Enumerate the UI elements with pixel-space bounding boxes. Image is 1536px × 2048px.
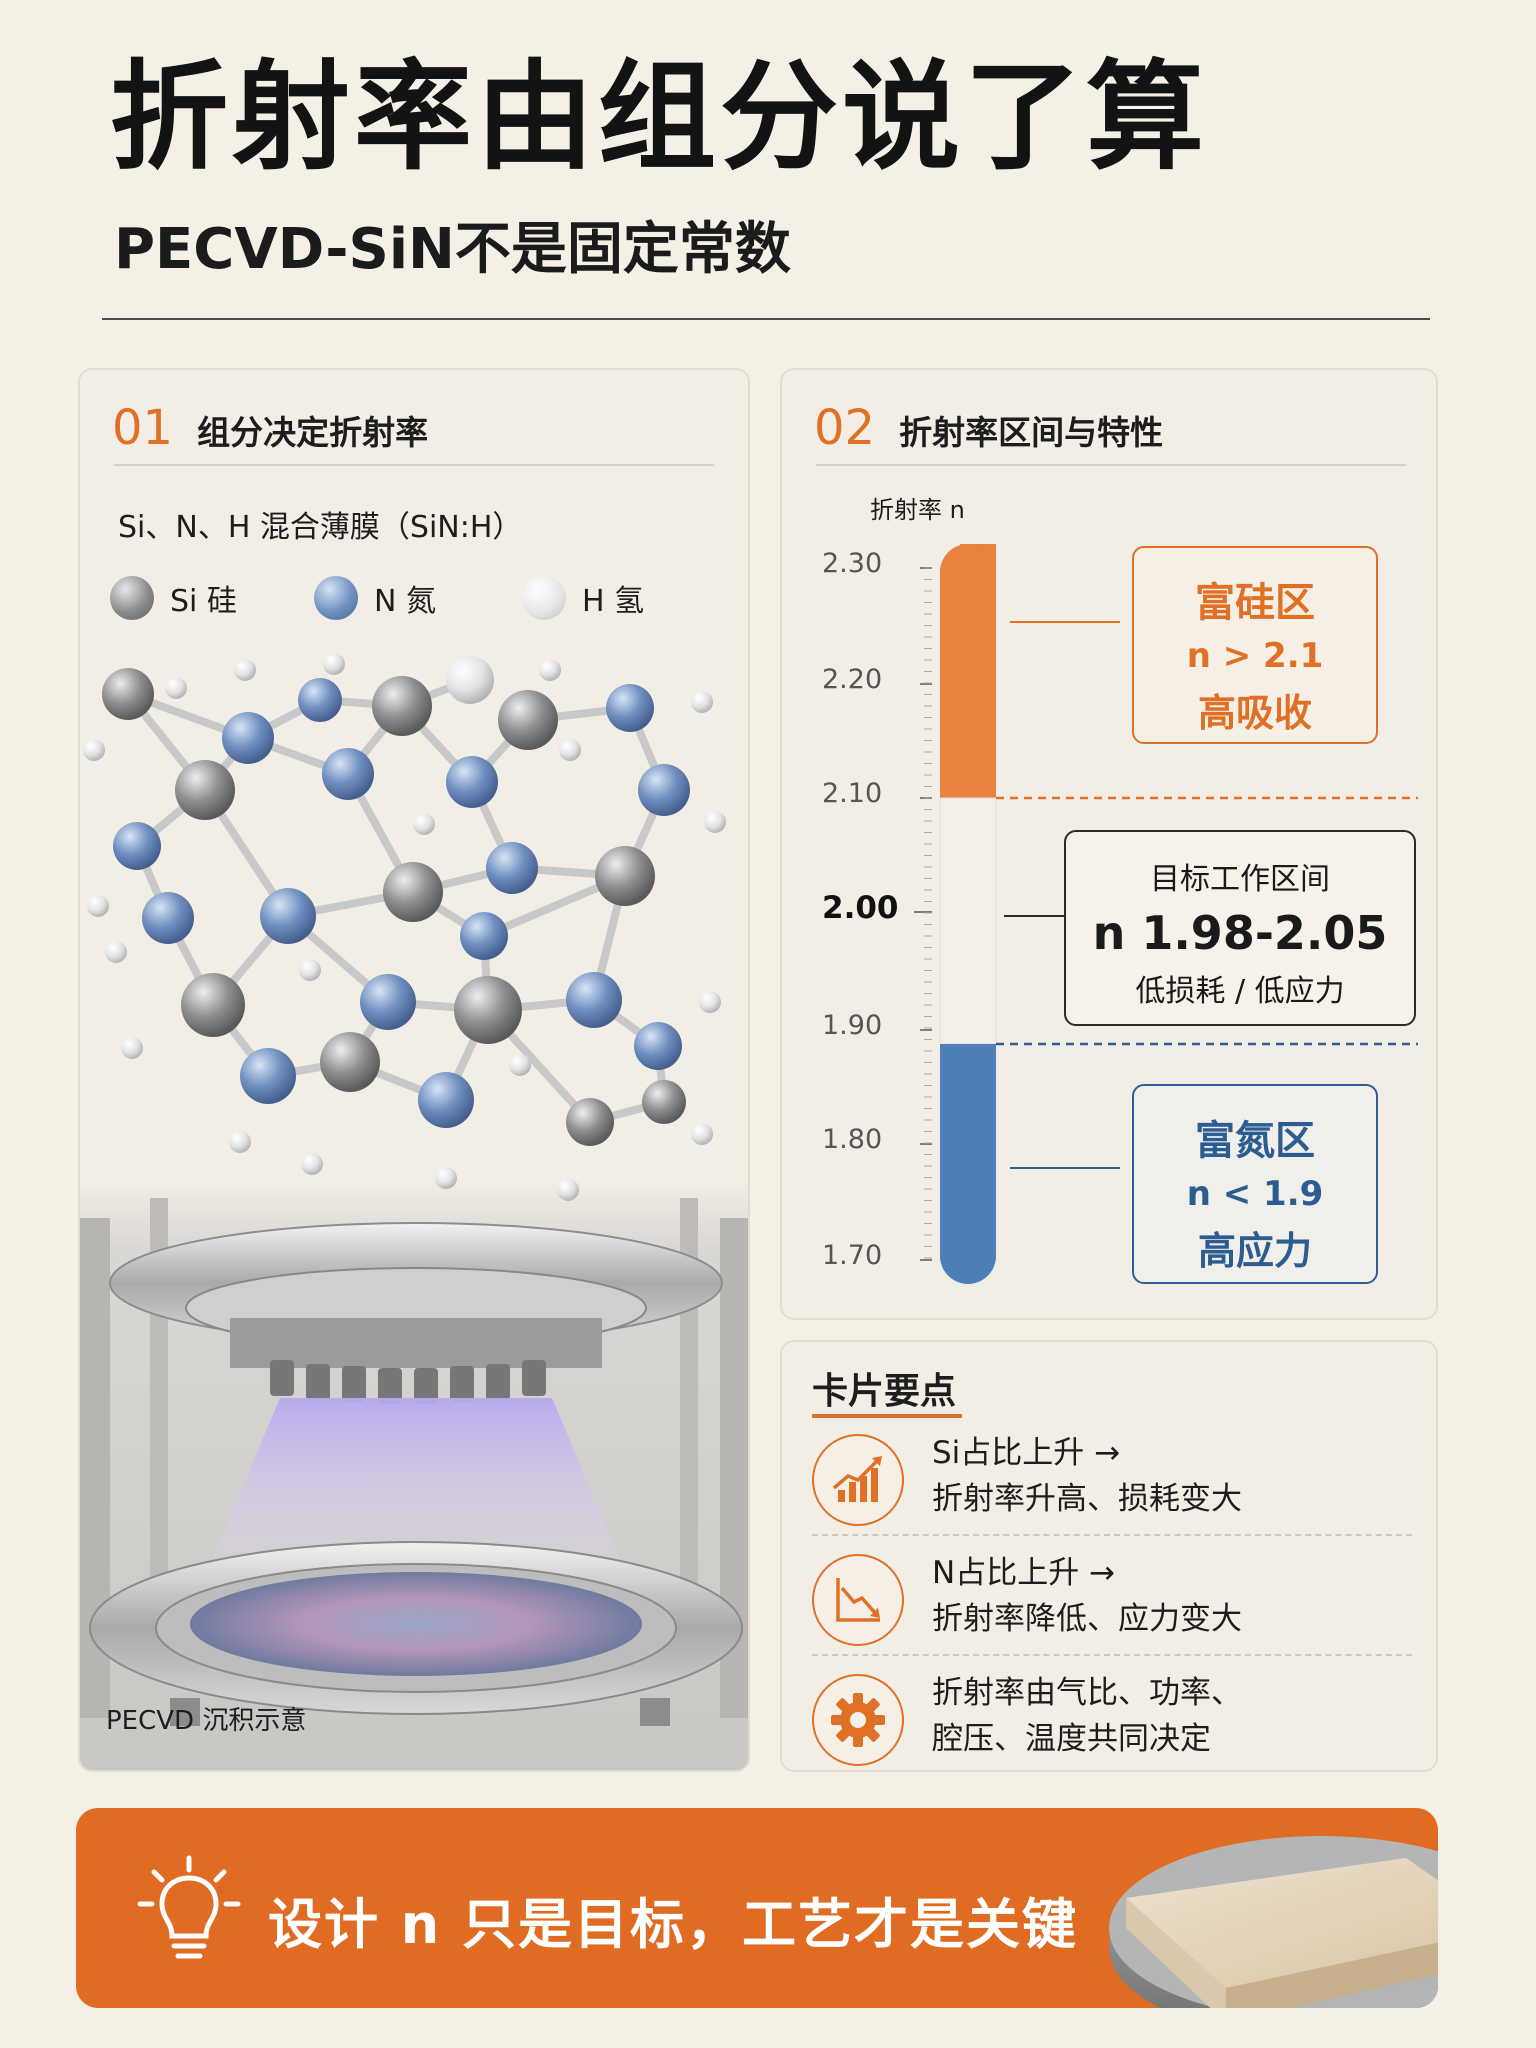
chart-down-icon bbox=[812, 1554, 904, 1646]
tick-label: 2.00 bbox=[822, 890, 899, 926]
h-atom-icon bbox=[522, 576, 566, 620]
key-divider bbox=[812, 1534, 1412, 1536]
gear-icon bbox=[812, 1674, 904, 1766]
lightbulb-icon bbox=[137, 1855, 241, 1959]
section2-title: 折射率区间与特性 bbox=[899, 413, 1164, 452]
si-rich-range: n > 2.1 bbox=[1186, 636, 1324, 676]
axis-label: 折射率 n bbox=[870, 496, 965, 524]
key-points-panel: 卡片要点 Si占比上升 → 折射率升高、损耗变大 N占比上升 → 折射率降低、应… bbox=[780, 1340, 1438, 1772]
key-points-underline bbox=[812, 1414, 962, 1418]
composition-panel: 01 组分决定折射率 Si、N、H 混合薄膜（SiN:H） Si 硅 N 氮 H… bbox=[78, 368, 750, 1772]
legend-h-label: H 氢 bbox=[582, 584, 645, 619]
key-point-line1: N占比上升 → bbox=[932, 1555, 1116, 1591]
key-point-line1: Si占比上升 → bbox=[932, 1435, 1121, 1471]
key-point-line1: 折射率由气比、功率、 bbox=[932, 1675, 1242, 1711]
tick-label: 1.80 bbox=[822, 1124, 883, 1155]
n-rich-range: n < 1.9 bbox=[1186, 1174, 1324, 1214]
section1-header: 01 组分决定折射率 bbox=[112, 400, 428, 456]
n-rich-callout: 富氮区 n < 1.9 高应力 bbox=[1132, 1084, 1378, 1284]
key-point-line2: 折射率升高、损耗变大 bbox=[932, 1481, 1242, 1517]
refractive-scale bbox=[914, 544, 1418, 1284]
target-band bbox=[939, 797, 997, 1045]
legend-n: N 氮 bbox=[314, 576, 436, 620]
legend-h: H 氢 bbox=[522, 576, 644, 620]
mix-label: Si、N、H 混合薄膜（SiN:H） bbox=[118, 510, 523, 545]
key-point-item: N占比上升 → 折射率降低、应力变大 bbox=[812, 1544, 1412, 1658]
pecvd-caption: PECVD 沉积示意 bbox=[106, 1706, 307, 1736]
si-rich-callout: 富硅区 n > 2.1 高吸收 bbox=[1132, 546, 1378, 744]
target-name: 目标工作区间 bbox=[1150, 862, 1330, 897]
si-rich-name: 富硅区 bbox=[1195, 580, 1315, 626]
n-atom-icon bbox=[314, 576, 358, 620]
pecvd-chamber-illustration bbox=[80, 1178, 748, 1770]
tick-label: 1.70 bbox=[822, 1240, 883, 1271]
section1-title: 组分决定折射率 bbox=[197, 413, 429, 452]
sin-molecule-illustration bbox=[83, 653, 726, 1201]
target-range: n 1.98-2.05 bbox=[1092, 906, 1388, 960]
target-prop: 低损耗 / 低应力 bbox=[1135, 974, 1345, 1009]
legend-si: Si 硅 bbox=[110, 576, 237, 620]
section2-header: 02 折射率区间与特性 bbox=[814, 400, 1163, 456]
chart-up-icon bbox=[812, 1434, 904, 1526]
key-divider bbox=[812, 1654, 1412, 1656]
tick-label: 2.30 bbox=[822, 548, 883, 579]
section1-divider bbox=[114, 464, 714, 466]
page-subtitle: PECVD-SiN不是固定常数 bbox=[114, 217, 791, 282]
sin-slab-illustration bbox=[1109, 1836, 1438, 2008]
legend-si-label: Si 硅 bbox=[170, 584, 237, 619]
key-point-line2: 腔压、温度共同决定 bbox=[932, 1721, 1211, 1757]
target-callout: 目标工作区间 n 1.98-2.05 低损耗 / 低应力 bbox=[1064, 830, 1416, 1026]
section2-number: 02 bbox=[814, 400, 876, 456]
section2-divider bbox=[816, 464, 1406, 466]
refractive-range-panel: 02 折射率区间与特性 折射率 n 2.30 2.20 2.10 2.00 1.… bbox=[780, 368, 1438, 1320]
n-rich-prop: 高应力 bbox=[1197, 1229, 1312, 1273]
tick-label: 1.90 bbox=[822, 1010, 883, 1041]
section1-number: 01 bbox=[112, 400, 174, 456]
si-atom-icon bbox=[110, 576, 154, 620]
key-point-item: Si占比上升 → 折射率升高、损耗变大 bbox=[812, 1424, 1412, 1538]
legend-n-label: N 氮 bbox=[374, 584, 436, 619]
n-rich-name: 富氮区 bbox=[1195, 1118, 1315, 1164]
si-rich-prop: 高吸收 bbox=[1197, 691, 1312, 735]
footer-banner: 设计 n 只是目标，工艺才是关键 bbox=[76, 1808, 1438, 2008]
banner-text: 设计 n 只是目标，工艺才是关键 bbox=[268, 1893, 1079, 1956]
header-divider bbox=[102, 318, 1430, 320]
page-title: 折射率由组分说了算 bbox=[110, 48, 1209, 186]
key-point-item: 折射率由气比、功率、 腔压、温度共同决定 bbox=[812, 1664, 1412, 1770]
tick-label: 2.20 bbox=[822, 664, 883, 695]
tick-label: 2.10 bbox=[822, 778, 883, 809]
key-point-line2: 折射率降低、应力变大 bbox=[932, 1601, 1242, 1637]
key-points-title: 卡片要点 bbox=[812, 1371, 957, 1412]
